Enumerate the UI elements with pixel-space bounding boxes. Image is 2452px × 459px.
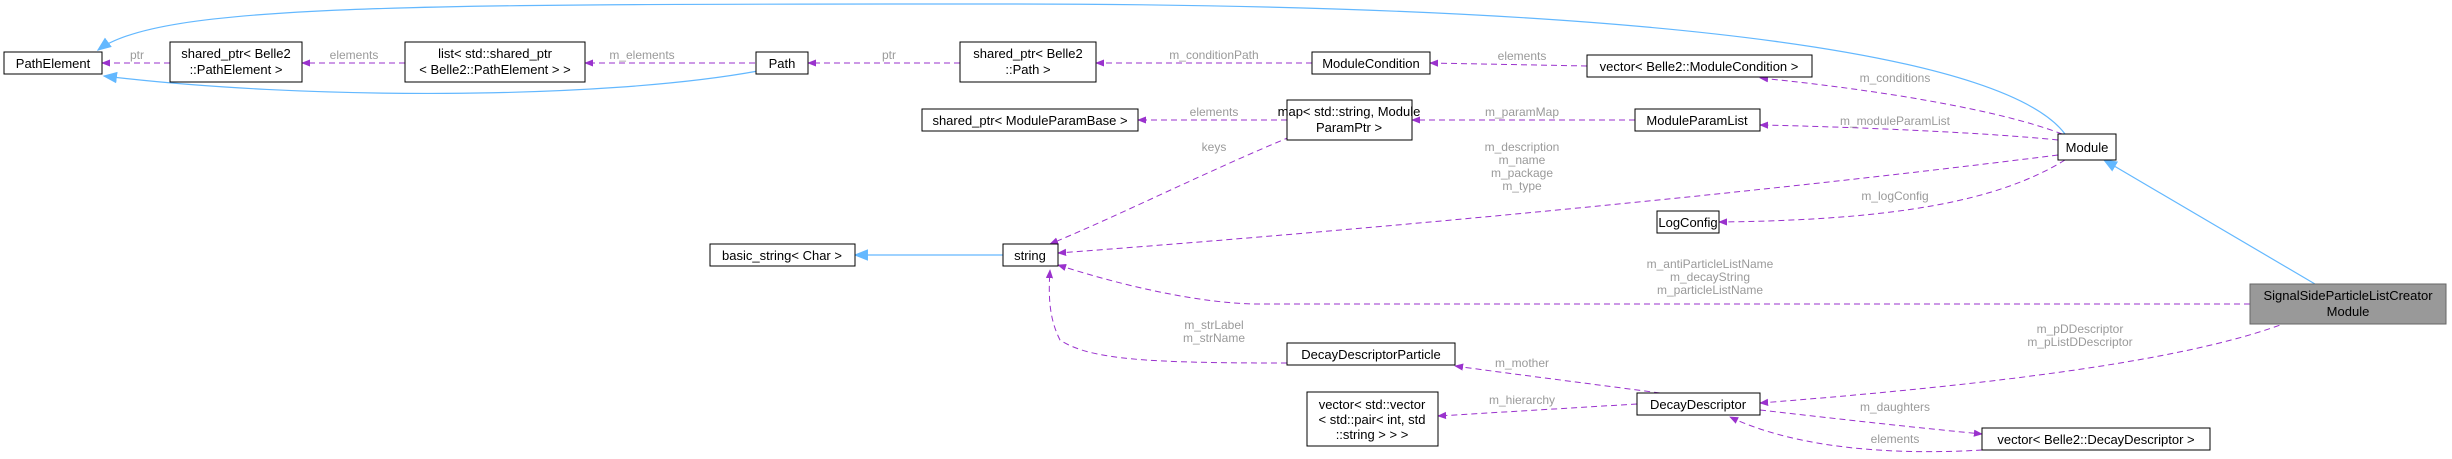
edge-keys [1049,136,1291,245]
edge-creator-strings [1057,264,2250,305]
node-string[interactable]: string [1002,243,1059,267]
node-map-module-param[interactable]: map< std::string, Module ParamPtr > [1278,99,1421,141]
node-sp-module-param-base-label: shared_ptr< ModuleParamBase > [932,113,1127,128]
node-signal-side-creator[interactable]: SignalSideParticleListCreator Module [2249,283,2447,325]
node-vector-decay-descriptor-label: vector< Belle2::DecayDescriptor > [1997,432,2194,447]
edge-label-m-condition-path: m_conditionPath [1169,48,1258,62]
edge-label-creator-descriptor-1: m_pListDDescriptor [2027,335,2132,349]
edge-label-m-mother: m_mother [1495,356,1549,370]
node-module-condition-label: ModuleCondition [1322,56,1420,71]
node-path[interactable]: Path [755,51,809,75]
edge-label-creator-string-1: m_decayString [1670,270,1750,284]
node-module-label: Module [2066,140,2109,155]
edge-m-daughters [1759,409,1983,437]
node-decay-descriptor-particle[interactable]: DecayDescriptorParticle [1286,342,1456,366]
edge-label-m-elements: m_elements [609,48,674,62]
node-sp-path-line-1: shared_ptr< Belle2 [973,46,1083,61]
edge-label-m-param-map: m_paramMap [1485,105,1559,119]
edge-label-m-hierarchy: m_hierarchy [1489,393,1555,407]
node-map-module-param-line-2: ParamPtr > [1316,120,1382,135]
edge-label-creator-string-0: m_antiParticleListName [1647,257,1774,271]
edge-creator-descriptors [1759,317,2299,406]
edge-label-creator-string-2: m_particleListName [1657,283,1763,297]
node-path-element-label: PathElement [16,56,91,71]
node-module-param-list-label: ModuleParamList [1646,113,1748,128]
edge-m-hierarchy [1437,403,1638,420]
node-sp-path[interactable]: shared_ptr< Belle2 ::Path > [959,41,1097,83]
edge-label-m-module-param-list: m_moduleParamList [1840,114,1951,128]
node-signal-side-creator-line-2: Module [2327,304,2370,319]
edge-label-particle-string-0: m_strLabel [1184,318,1243,332]
edge-module-strings [1057,154,2059,256]
node-basic-string-label: basic_string< Char > [722,248,842,263]
edge-particle-strings [1045,269,1288,364]
node-sp-module-param-base[interactable]: shared_ptr< ModuleParamBase > [921,108,1139,132]
node-path-label: Path [769,56,796,71]
edge-label-m-log-config: m_logConfig [1861,189,1928,203]
node-log-config[interactable]: LogConfig [1656,210,1720,234]
edge-label-module-string-3: m_type [1502,179,1542,193]
node-vector-pair-line-2: < std::pair< int, std [1319,412,1426,427]
edge-label-elements-vector-condition: elements [1498,49,1547,63]
node-decay-descriptor-particle-label: DecayDescriptorParticle [1301,347,1440,362]
edge-label-m-conditions: m_conditions [1860,71,1931,85]
node-sp-path-element[interactable]: shared_ptr< Belle2 ::PathElement > [169,41,303,83]
edge-label-module-string-1: m_name [1499,153,1546,167]
edge-inherit-module-pathelement [96,3,2066,135]
node-path-element[interactable]: PathElement [3,51,103,75]
edge-label-creator-descriptor-0: m_pDDescriptor [2037,322,2124,336]
edge-label-m-daughters: m_daughters [1860,400,1930,414]
node-decay-descriptor[interactable]: DecayDescriptor [1636,392,1761,416]
edge-elements-vector-dd [1729,416,1983,453]
edge-inherit-path-pathelement [102,70,759,95]
node-list-sp-path-element-line-2: < Belle2::PathElement > > [419,62,570,77]
node-list-sp-path-element[interactable]: list< std::shared_ptr < Belle2::PathElem… [404,41,586,83]
edge-label-elements-map: elements [1190,105,1239,119]
edge-label-module-string-0: m_description [1485,140,1560,154]
edge-label-elements-list: elements [330,48,379,62]
node-vector-module-condition[interactable]: vector< Belle2::ModuleCondition > [1586,54,1813,78]
node-vector-module-condition-label: vector< Belle2::ModuleCondition > [1600,59,1799,74]
edge-m-mother [1454,363,1661,394]
edge-label-ptr-pathelement: ptr [130,48,144,62]
node-string-label: string [1014,248,1046,263]
node-module-condition[interactable]: ModuleCondition [1311,51,1431,75]
node-signal-side-creator-line-1: SignalSideParticleListCreator [2263,288,2433,303]
edge-label-ptr-path: ptr [882,48,896,62]
edge-elements-vector-condition [1429,59,1588,67]
edge-label-module-string-2: m_package [1491,166,1553,180]
node-basic-string[interactable]: basic_string< Char > [709,243,856,267]
edge-label-keys: keys [1202,140,1227,154]
edge-inherit-creator-module [2102,159,2316,285]
edge-m-conditions [1759,75,2063,135]
node-vector-decay-descriptor[interactable]: vector< Belle2::DecayDescriptor > [1981,427,2211,451]
node-list-sp-path-element-line-1: list< std::shared_ptr [438,46,552,61]
node-map-module-param-line-1: map< std::string, Module [1278,104,1421,119]
node-sp-path-element-line-2: ::PathElement > [190,62,283,77]
edge-label-particle-string-1: m_strName [1183,331,1245,345]
node-vector-pair-line-3: ::string > > > [1336,427,1409,442]
node-decay-descriptor-label: DecayDescriptor [1650,397,1747,412]
edge-label-elements-vector-dd: elements [1871,432,1920,446]
node-sp-path-element-line-1: shared_ptr< Belle2 [181,46,291,61]
edge-m-log-config [1718,159,2066,226]
node-module[interactable]: Module [2057,133,2117,161]
node-vector-pair-line-1: vector< std::vector [1319,397,1426,412]
node-vector-pair[interactable]: vector< std::vector < std::pair< int, st… [1306,391,1439,447]
node-log-config-label: LogConfig [1658,215,1717,230]
node-sp-path-line-2: ::Path > [1005,62,1050,77]
node-module-param-list[interactable]: ModuleParamList [1634,108,1761,132]
